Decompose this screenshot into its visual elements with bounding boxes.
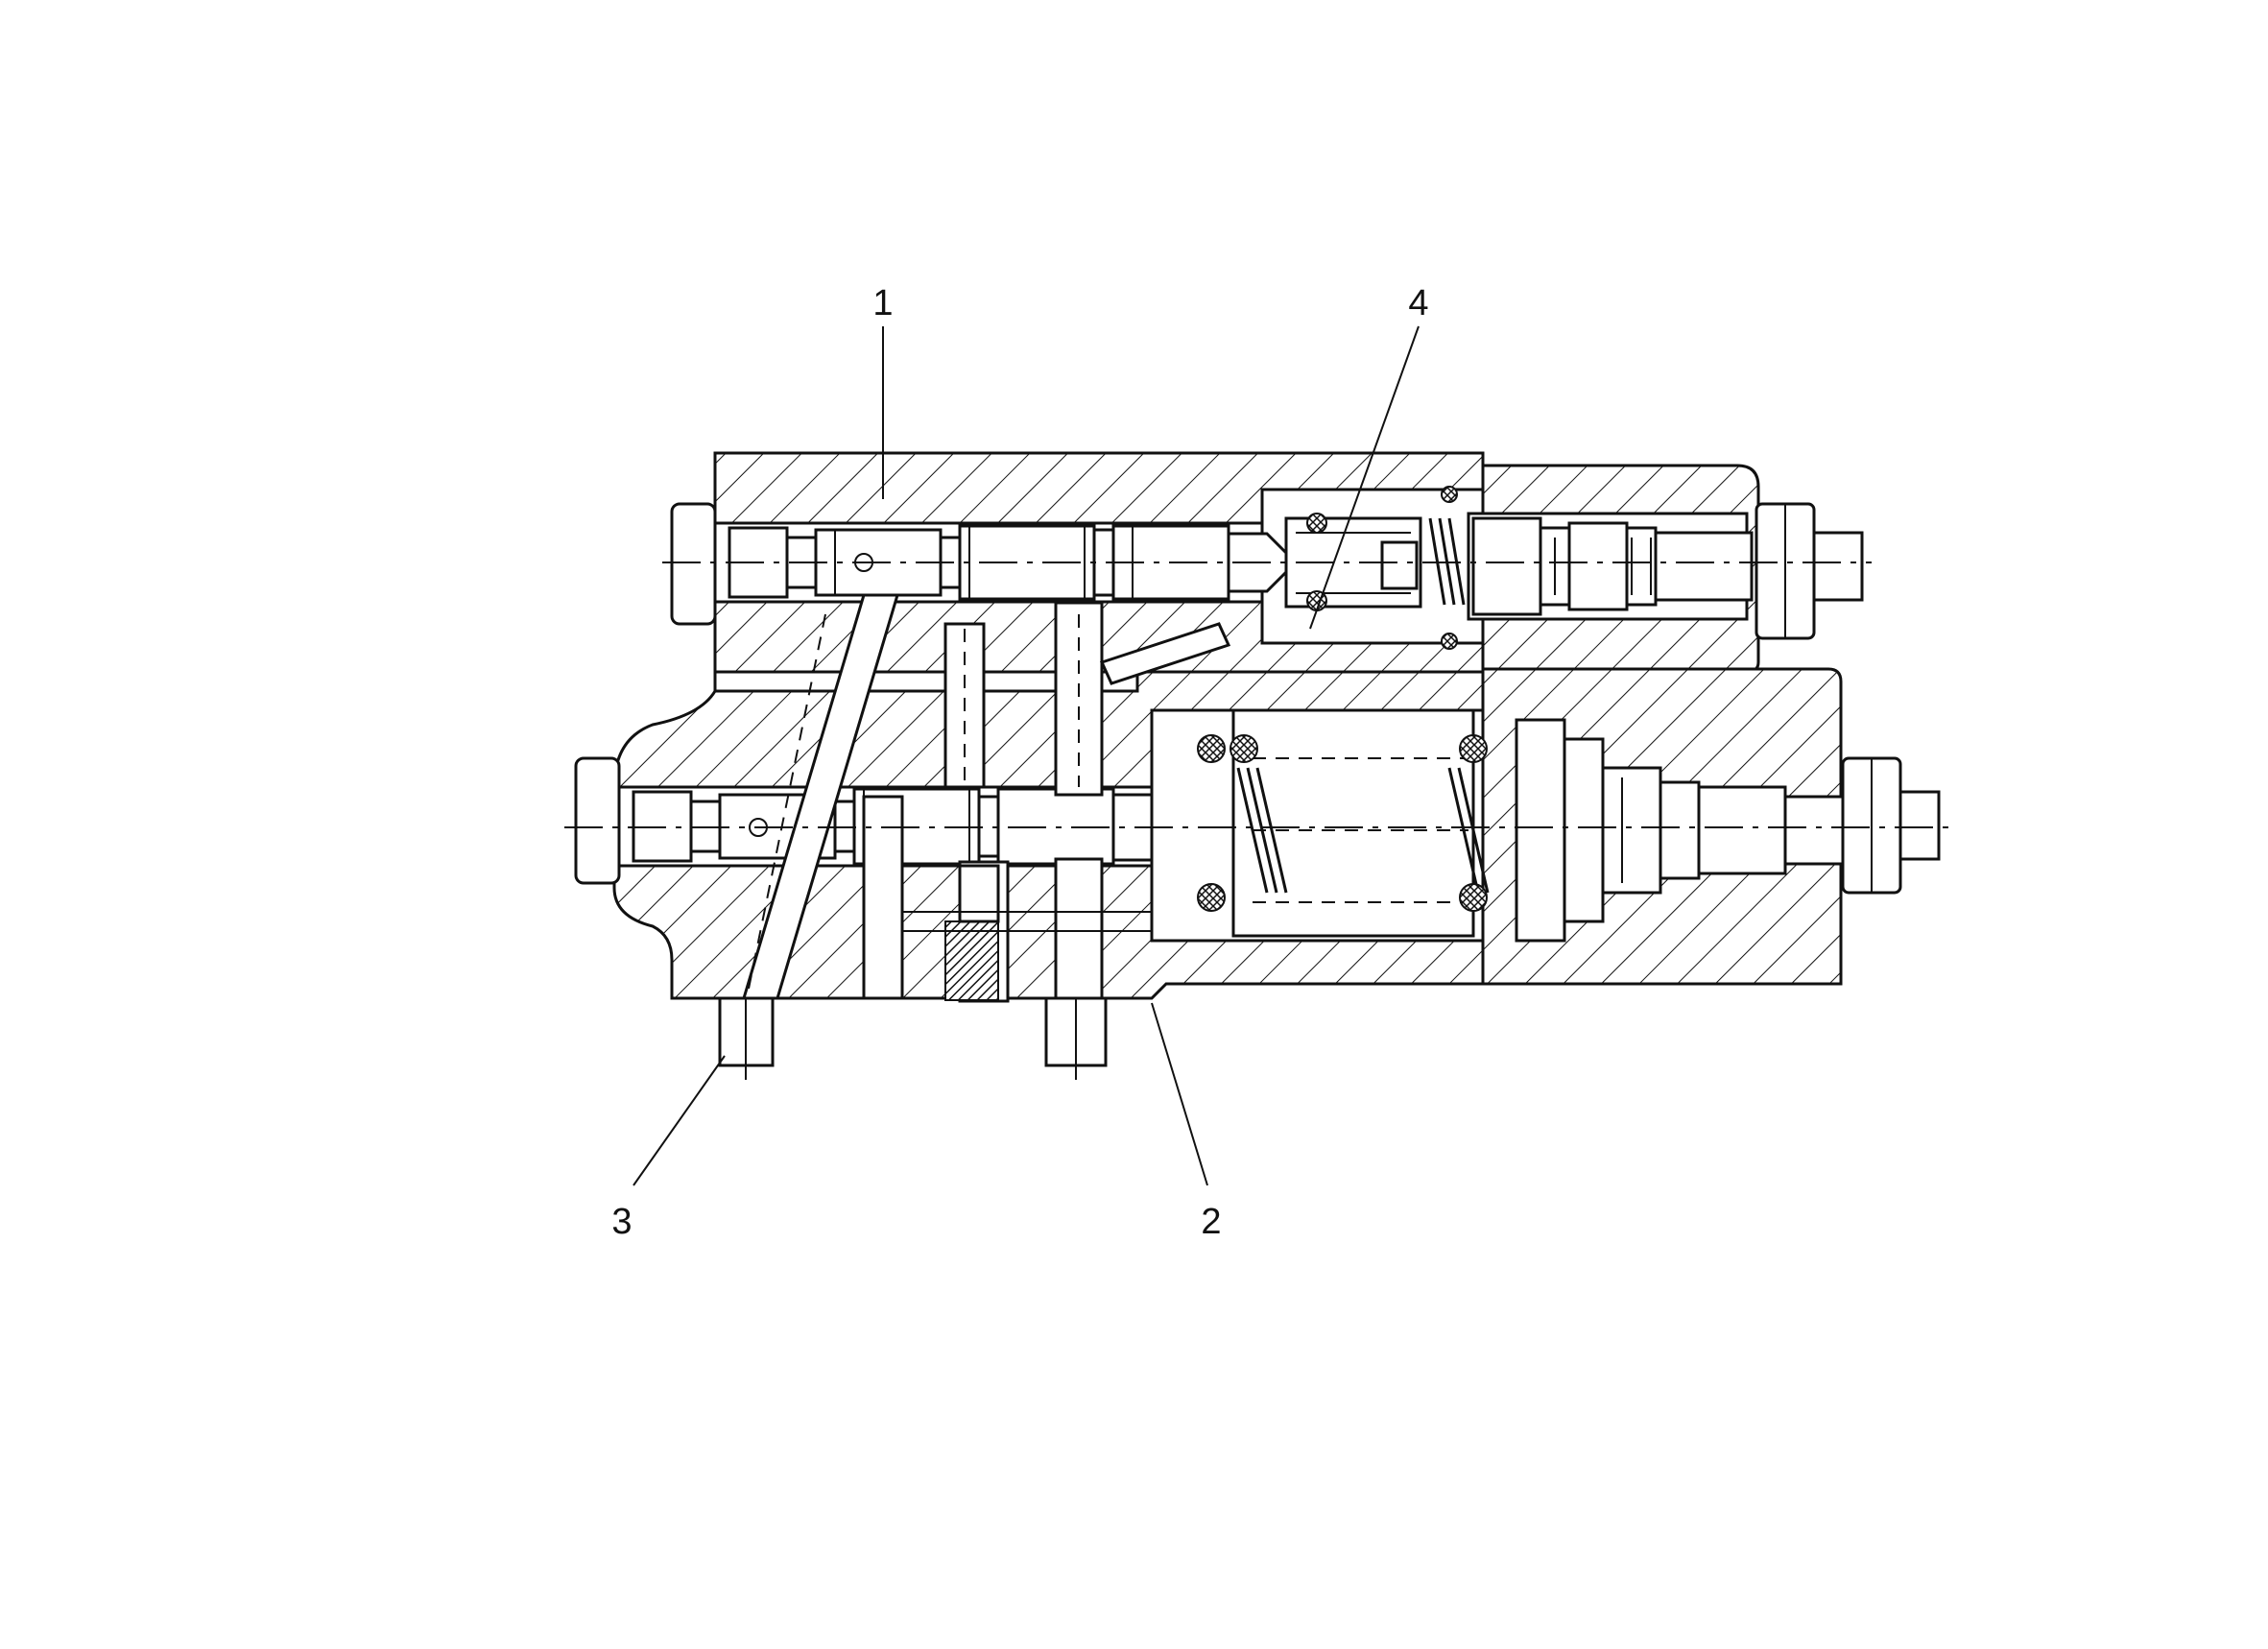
callout-1: 1 bbox=[872, 283, 893, 323]
callout-2: 2 bbox=[1201, 1202, 1221, 1242]
callout-4: 4 bbox=[1408, 283, 1428, 323]
callout-3: 3 bbox=[611, 1202, 632, 1242]
bottom-ports bbox=[718, 996, 1108, 1080]
leader-lines bbox=[633, 325, 1420, 1186]
internal-passages bbox=[741, 593, 1231, 1005]
